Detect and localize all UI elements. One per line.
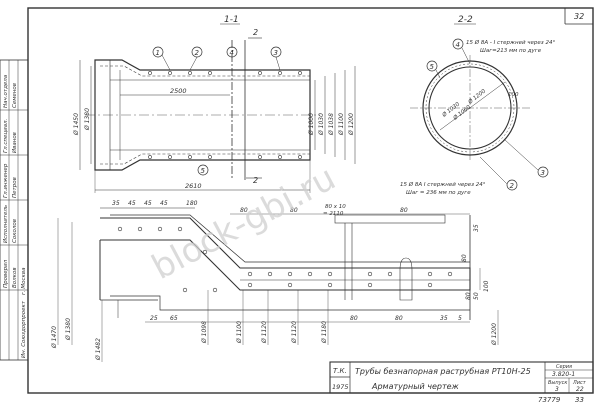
title-block: Т.К. 1975 Трубы безнапорная раструбная Р… (329, 361, 594, 394)
callout-5: 5 (201, 167, 206, 175)
ring-note-top-1: 15 Ø 8А - I стержней через 24° (466, 39, 555, 46)
ring-callout-3: 3 (541, 169, 545, 177)
dim-d1200: Ø 1200 (348, 113, 355, 136)
title-code: Т.К. (333, 367, 347, 375)
stamp-org-1: Ин. Союздорпроект (21, 300, 27, 358)
detail-d-2: Ø 1380 (65, 318, 72, 341)
detail-right-dim-4: 80 (465, 292, 472, 300)
stamp-row-5: Проверил (3, 259, 9, 288)
stamp-name-5: Волков (12, 267, 18, 288)
dim-d1450: Ø 1450 (73, 113, 80, 136)
dim-2610: 2610 (185, 182, 202, 190)
dim-d1380: Ø 1380 (84, 108, 91, 131)
sheet-value: 22 (576, 386, 584, 393)
dim-d1000: Ø 1000 (308, 113, 315, 136)
drawing-subtitle: Арматурный чертеж (371, 382, 460, 391)
section-2-label: 2-2 (458, 15, 473, 25)
detail-d-6: Ø 1120 (261, 321, 268, 344)
detail-mid-dim-1: 80 (240, 207, 248, 214)
detail-mid-dim-3: 80 х 10 (325, 204, 346, 210)
stamp-name-1: Семенов (12, 83, 18, 108)
inventory-number: 73779 (538, 396, 561, 404)
stamp-row-4: Исполнитель (3, 205, 9, 243)
detail-right-dim-3: 100 (483, 280, 490, 292)
stamp-name-2: Иванов (12, 132, 18, 153)
callout-4: 4 (230, 49, 234, 57)
page-number: 32 (574, 12, 584, 21)
detail-top-dim-1: 35 (112, 200, 120, 207)
detail-bottom-dim-5: 35 (440, 315, 448, 322)
detail-top-dim-5: 180 (186, 200, 198, 207)
detail-top-dim-2: 45 (128, 200, 136, 207)
ring-dim-4: 100 (508, 92, 519, 98)
detail-bottom-dim-1: 25 (150, 315, 158, 322)
left-stamp: Нач.отдела Гл.специал. Гл.инженер Исполн… (0, 59, 29, 361)
callout-1: 1 (156, 49, 160, 57)
ring-dim-2: Ø 1200 (466, 87, 487, 106)
detail-d-1: Ø 1470 (51, 326, 58, 349)
detail-diameters: Ø 1470 Ø 1380 Ø 1482 Ø 1098 Ø 1100 Ø 112… (51, 218, 499, 362)
detail-bottom-dim-4: 80 (395, 315, 403, 322)
ring-callout-4: 4 (456, 41, 460, 49)
detail-d-4: Ø 1098 (201, 321, 208, 344)
detail-bottom-dim-3: 80 (350, 315, 358, 322)
detail-d-8: Ø 1180 (321, 321, 328, 344)
detail-d-3: Ø 1482 (95, 338, 102, 361)
section-1-marker-top: 2 (253, 28, 258, 37)
series-value: 3.820-1 (552, 371, 575, 378)
detail-top-dim-3: 45 (144, 200, 152, 207)
stamp-row-1: Нач.отдела (3, 74, 9, 108)
title-year: 1975 (332, 383, 349, 391)
ring-note-bottom-2: Шаг = 236 мм по дуге (406, 190, 471, 196)
section-1-label: 1-1 (224, 15, 239, 25)
ring-callout-5: 5 (430, 63, 435, 71)
issue-label: Выпуск (548, 380, 567, 386)
stamp-row-3: Гл.инженер (3, 163, 9, 198)
dim-d1030: Ø 1030 (318, 113, 325, 136)
dim-d1100: Ø 1100 (338, 113, 345, 136)
bottom-page-number: 33 (575, 396, 584, 404)
stamp-row-2: Гл.специал. (3, 118, 9, 153)
callout-3: 3 (274, 49, 278, 57)
detail-mid-dim-2: 80 (290, 207, 298, 214)
detail-right-dim-2: 80 (461, 254, 468, 262)
issue-value: 3 (555, 386, 559, 393)
ring-callout-2: 2 (510, 182, 515, 190)
section-2-2: 2-2 Ø 1030 Ø 1200 Ø 1060 100 4 15 Ø 8А -… (400, 15, 555, 196)
detail-right-dim-5: 50 (473, 292, 480, 300)
section-1-1: 1-1 2 2 1 2 4 3 (73, 15, 356, 193)
detail-mid-dim-5: 80 (400, 207, 408, 214)
detail-bottom-dim-6: 5 (458, 315, 462, 322)
stamp-name-3: Петров (12, 177, 18, 198)
stamp-org-2: г. Москва (21, 267, 27, 295)
drawing-title: Трубы безнапорная раструбная РТ10Н-25 (355, 367, 531, 376)
stamp-name-4: Соколов (12, 219, 18, 243)
detail-d-9: Ø 1200 (491, 323, 498, 346)
detail-view: 35 45 45 45 180 80 80 80 х 10 = 2110 80 (51, 200, 499, 362)
detail-right-dim-1: 35 (473, 224, 480, 232)
dim-2500: 2500 (170, 87, 187, 95)
series-label: Серия (556, 364, 572, 370)
sheet-label: Лист (572, 380, 587, 386)
ring-note-bottom-1: 15 Ø 8А I стержней через 24° (400, 181, 486, 188)
detail-bottom-dim-2: 65 (170, 315, 178, 322)
detail-d-7: Ø 1120 (291, 321, 298, 344)
ring-note-top-2: Шаг=213 мм по дуге (480, 48, 542, 54)
detail-d-5: Ø 1100 (236, 321, 243, 344)
dim-d1038: Ø 1038 (328, 113, 335, 136)
section-1-marker-bottom: 2 (253, 176, 258, 185)
detail-top-dim-4: 45 (160, 200, 168, 207)
callout-2: 2 (195, 49, 200, 57)
